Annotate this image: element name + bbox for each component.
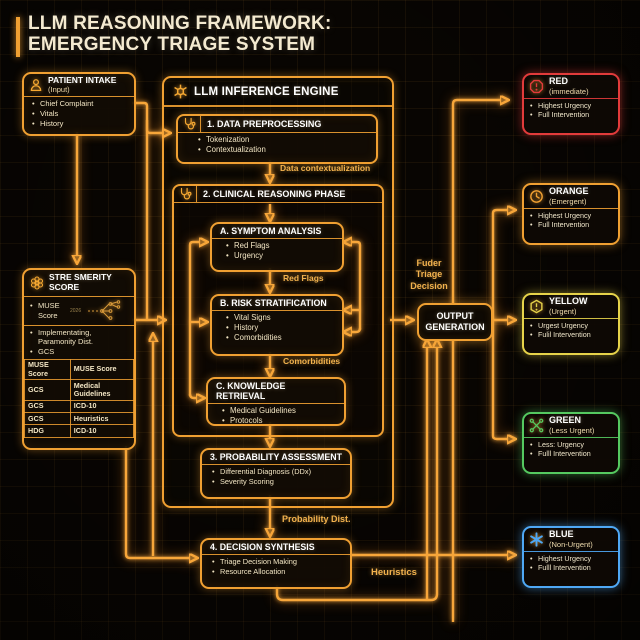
risk-title: B. RISK STRATIFICATION xyxy=(212,296,342,311)
category-name: ORANGE xyxy=(549,186,589,196)
category-items: Less: Urgency Fulll Intervention xyxy=(530,440,618,459)
decision-items: Triage Decision Making Resource Allocati… xyxy=(212,557,350,576)
edge-label-red-flags: Red Flags xyxy=(283,273,324,283)
severity-table: MUSE Score MUSE Score GCS Medical Guidel… xyxy=(24,358,135,438)
output-generation-node: OUTPUT GENERATION xyxy=(417,303,493,341)
category-sub: (immediate) xyxy=(549,86,589,96)
risk-stratification-node: B. RISK STRATIFICATION Vital Signs Histo… xyxy=(210,294,344,356)
flower-badge-icon xyxy=(30,276,44,290)
severity-items: Implementating, Paramonity Dist. GCS xyxy=(24,326,134,359)
edge-label-data-contextualization: Data contextualization xyxy=(280,163,371,173)
network-tree-icon xyxy=(80,299,124,322)
category-items: Highest Urgency Fulll Intervention xyxy=(530,554,618,573)
preprocessing-title: 1. DATA PREPROCESSING xyxy=(207,119,322,129)
severity-title-line2: SCORE xyxy=(49,281,80,292)
table-row: HDG ICD-10 xyxy=(24,424,135,438)
alert-octagon-icon xyxy=(529,79,544,94)
muse-score-label: MUSE Score xyxy=(30,301,66,321)
star-of-life-icon xyxy=(529,532,544,547)
edge-label-comorbidities: Comorbidities xyxy=(283,356,341,366)
patient-intake-subtitle: (Input) xyxy=(48,85,70,95)
category-items: Highest Urgency Full Intervention xyxy=(530,101,618,120)
title-line2: EMERGENCY TRIAGE SYSTEM xyxy=(28,34,316,56)
category-name: GREEN xyxy=(549,415,582,425)
muse-score-row: MUSE Score 2026 xyxy=(24,297,134,326)
symptom-analysis-node: A. SYMPTOM ANALYSIS Red Flags Urgency xyxy=(210,222,344,272)
patient-intake-node: PATIENT INTAKE (Input) Chief Complaint V… xyxy=(22,72,136,136)
stethoscope-icon xyxy=(178,116,201,132)
category-green-node: GREEN (Less Urgent) Less: Urgency Fulll … xyxy=(522,412,620,474)
page-title: LLM REASONING FRAMEWORK: EMERGENCY TRIAG… xyxy=(28,13,332,56)
risk-items: Vital Signs History Comorbidities xyxy=(226,313,342,344)
edge-label-heuristics: Heuristics xyxy=(371,567,417,578)
title-accent-bar xyxy=(16,17,20,57)
edge-label-probability-dist: Probability Dist. xyxy=(282,514,351,524)
category-yellow-node: YELLOW (Urgent) Urgest Urgency Fulil Int… xyxy=(522,293,620,355)
table-row: GCS Heuristics xyxy=(24,412,135,426)
table-row: GCS Medical Guidelines xyxy=(24,379,135,401)
alert-hexagon-icon xyxy=(529,299,544,314)
category-items: Highest Urgency Full Intervention xyxy=(530,211,618,230)
category-orange-node: ORANGE (Emergent) Highest Urgency Full I… xyxy=(522,183,620,245)
probability-assessment-node: 3. PROBABILITY ASSESSMENT Differential D… xyxy=(200,448,352,499)
preprocessing-items: Tokenization Contextualization xyxy=(198,135,376,155)
category-name: BLUE xyxy=(549,529,574,539)
knowledge-title: C. KNOWLEDGE RETRIEVAL xyxy=(208,379,344,404)
output-line1: OUTPUT xyxy=(436,311,474,322)
title-line1: LLM REASONING FRAMEWORK: xyxy=(28,13,332,34)
category-sub: (Urgent) xyxy=(549,306,577,316)
clock-icon xyxy=(529,189,544,204)
data-preprocessing-node: 1. DATA PREPROCESSING Tokenization Conte… xyxy=(176,114,378,164)
category-sub: (Emergent) xyxy=(549,196,587,206)
category-name: RED xyxy=(549,76,569,86)
edge-label-triage-decision: Fuder Triage Decision xyxy=(410,258,448,291)
output-line2: GENERATION xyxy=(425,322,485,332)
severity-score-node: STRE SMERITY SCORE MUSE Score 2026 xyxy=(22,268,136,450)
knowledge-retrieval-node: C. KNOWLEDGE RETRIEVAL Medical Guideline… xyxy=(206,377,346,426)
decision-synthesis-node: 4. DECISION SYNTHESIS Triage Decision Ma… xyxy=(200,538,352,589)
knowledge-items: Medical Guidelines Protocols xyxy=(222,406,344,426)
category-blue-node: BLUE (Non-Urgent) Highest Urgency Fulll … xyxy=(522,526,620,588)
network-x-icon xyxy=(529,418,544,433)
category-red-node: RED (immediate) Highest Urgency Full Int… xyxy=(522,73,620,135)
patient-intake-items: Chief Complaint Vitals History xyxy=(32,99,134,128)
probability-items: Differential Diagnosis (DDx) Severity Sc… xyxy=(212,467,350,486)
symptom-title: A. SYMPTOM ANALYSIS xyxy=(212,224,342,239)
category-sub: (Non-Urgent) xyxy=(549,539,593,549)
category-name: YELLOW xyxy=(549,296,588,306)
table-row: GCS ICD-10 xyxy=(24,399,135,414)
category-sub: (Less Urgent) xyxy=(549,425,595,435)
symptom-items: Red Flags Urgency xyxy=(226,241,342,261)
patient-intake-title: PATIENT INTAKE xyxy=(48,75,117,85)
person-icon xyxy=(29,78,43,92)
decision-title: 4. DECISION SYNTHESIS xyxy=(202,540,350,555)
category-items: Urgest Urgency Fulil Intervention xyxy=(530,321,618,340)
probability-title: 3. PROBABILITY ASSESSMENT xyxy=(202,450,350,465)
